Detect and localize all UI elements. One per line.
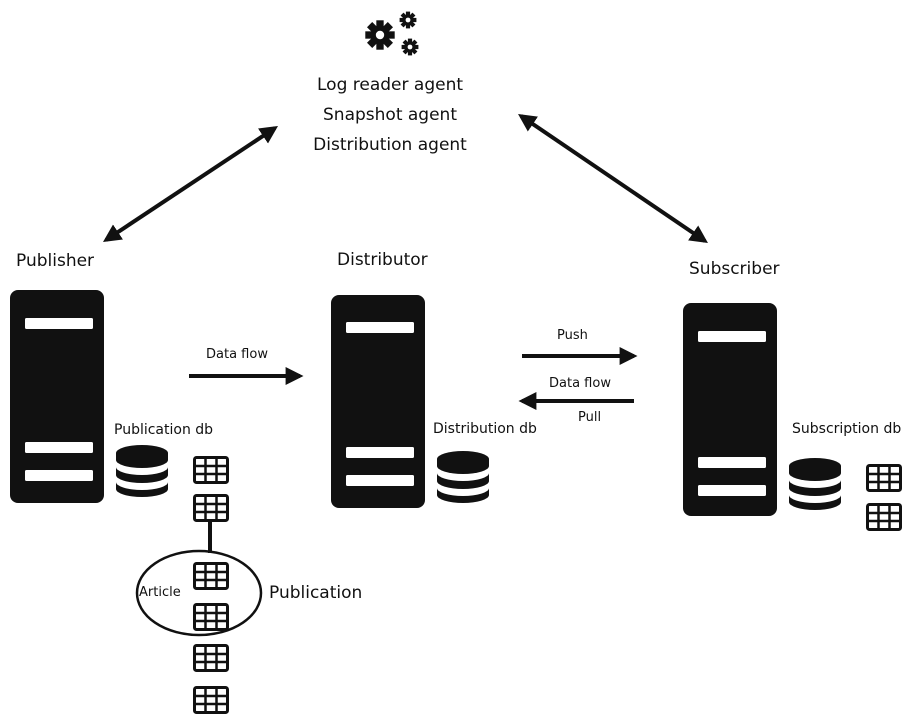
table-icon [866, 464, 902, 492]
publication-label: Publication [269, 583, 363, 603]
publication-ellipse [135, 549, 263, 637]
agents-label: Log reader agent Snapshot agent Distribu… [313, 70, 467, 160]
subscriber-server-icon [683, 303, 777, 516]
publication-tables [193, 456, 229, 714]
table-icon [193, 603, 229, 631]
pull-label: Pull [578, 410, 602, 425]
agent-line: Snapshot agent [323, 105, 457, 125]
data-flow-label: Data flow [549, 376, 611, 391]
agent-line: Distribution agent [313, 135, 467, 155]
table-icon [193, 644, 229, 672]
agent-line: Log reader agent [316, 75, 464, 95]
distribution-db-label: Distribution db [433, 421, 537, 437]
distributor-server-icon [331, 295, 425, 508]
article-label: Article [139, 585, 181, 600]
publication-db-icon [116, 445, 168, 497]
table-icon [193, 562, 229, 590]
subscription-db-icon [789, 458, 841, 510]
gears-icon [365, 11, 419, 56]
publisher-agents-arrow [102, 126, 279, 242]
publication-db-label: Publication db [114, 422, 214, 438]
subscriber-agents-arrow [518, 113, 708, 244]
distribution-db-icon [437, 451, 489, 503]
data-flow-label: Data flow [206, 347, 268, 362]
subscription-db-label: Subscription db [792, 421, 902, 437]
publisher-title: Publisher [16, 251, 95, 271]
table-icon [193, 494, 229, 522]
table-icon [866, 503, 902, 531]
table-icon [193, 456, 229, 484]
table-icon [193, 686, 229, 714]
publisher-server-icon [10, 290, 104, 503]
distributor-title: Distributor [337, 250, 428, 270]
subscription-tables [866, 464, 902, 531]
subscriber-title: Subscriber [689, 259, 780, 279]
push-label: Push [557, 328, 588, 343]
